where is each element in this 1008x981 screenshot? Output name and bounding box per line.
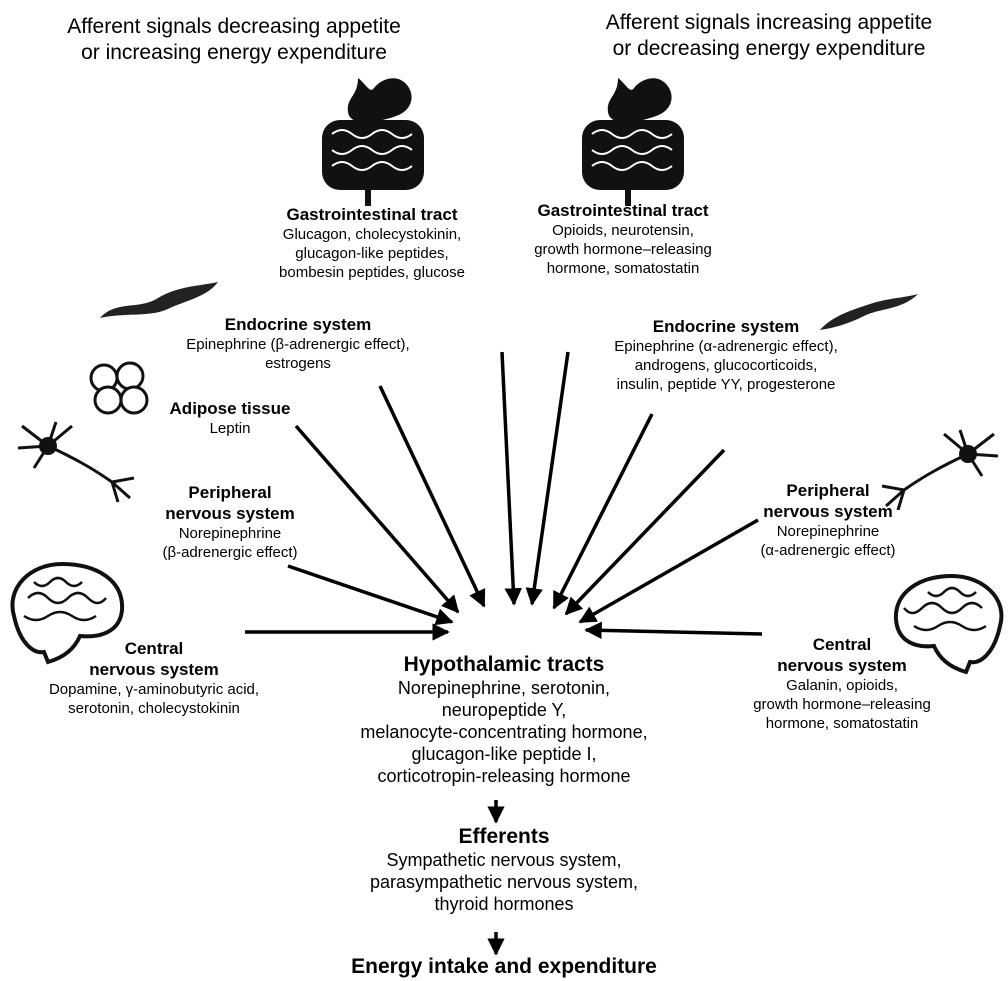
right-pns-line: Norepinephrine: [776, 523, 880, 540]
left-endocrine-line: estrogens: [265, 355, 331, 372]
right-endocrine-line: insulin, peptide YY, progesterone: [616, 376, 836, 393]
efferents-line: thyroid hormones: [434, 894, 574, 914]
right-endocrine-line: androgens, glucocorticoids,: [634, 357, 818, 374]
right-cns-block: Central nervous system Galanin, opioids,…: [712, 634, 972, 733]
right-gi-line: Opioids, neurotensin,: [552, 222, 694, 239]
arrow-left-adipose: [294, 424, 460, 614]
right-pns-block: Peripheral nervous system Norepinephrine…: [728, 480, 928, 560]
header-left-line: Afferent signals decreasing appetite: [67, 15, 401, 38]
left-cns-title: Central: [124, 639, 184, 658]
stomach-intestine-icon: [582, 78, 684, 206]
left-pns-title: Peripheral: [188, 483, 272, 502]
efferents-line: parasympathetic nervous system,: [369, 872, 639, 892]
header-right-line: or decreasing energy expenditure: [612, 37, 926, 60]
left-cns-block: Central nervous system Dopamine, γ-amino…: [4, 638, 304, 718]
header-right-line: Afferent signals increasing appetite: [605, 11, 933, 34]
right-cns-line: Galanin, opioids,: [786, 677, 898, 694]
right-endocrine-title: Endocrine system: [652, 317, 800, 336]
left-cns-line: serotonin, cholecystokinin: [68, 700, 240, 717]
right-gi-line: hormone, somatostatin: [546, 260, 700, 277]
right-pns-title: nervous system: [763, 502, 893, 521]
hypothalamic-line: glucagon-like peptide I,: [411, 744, 597, 764]
efferents-block: Efferents Sympathetic nervous system, pa…: [314, 824, 694, 915]
header-left-line: or increasing energy expenditure: [81, 41, 387, 64]
left-adipose-line: Leptin: [209, 420, 251, 437]
brain-icon: [893, 573, 1004, 675]
left-endocrine-block: Endocrine system Epinephrine (β-adrenerg…: [140, 314, 456, 373]
right-cns-line: hormone, somatostatin: [765, 715, 919, 732]
outcome-block: Energy intake and expenditure: [294, 954, 714, 979]
hypothalamic-block: Hypothalamic tracts Norepinephrine, sero…: [304, 652, 704, 787]
left-pns-line: (β-adrenergic effect): [162, 544, 298, 561]
left-pns-block: Peripheral nervous system Norepinephrine…: [130, 482, 330, 562]
arrow-right-endocrine: [552, 413, 654, 610]
brain-icon: [10, 561, 125, 665]
efferents-title: Efferents: [458, 825, 550, 848]
right-endocrine-block: Endocrine system Epinephrine (α-adrenerg…: [568, 316, 884, 394]
hypothalamic-line: corticotropin-releasing hormone: [377, 766, 631, 786]
left-adipose-title: Adipose tissue: [169, 399, 291, 418]
hypothalamic-line: melanocyte-concentrating hormone,: [360, 722, 648, 742]
right-cns-title: Central: [812, 635, 872, 654]
pancreas-icon: [820, 294, 918, 330]
hypothalamic-title: Hypothalamic tracts: [403, 653, 605, 676]
pancreas-icon: [100, 282, 218, 318]
left-gi-line: Glucagon, cholecystokinin,: [282, 226, 462, 243]
left-pns-line: Norepinephrine: [178, 525, 282, 542]
hypothalamic-line: neuropeptide Y,: [441, 700, 567, 720]
right-pns-line: (α-adrenergic effect): [760, 542, 896, 559]
left-gi-line: glucagon-like peptides,: [295, 245, 449, 262]
arrow-right-pns-lower: [578, 518, 759, 624]
right-gi-block: Gastrointestinal tract Opioids, neuroten…: [498, 200, 748, 278]
arrow-right-gi: [525, 351, 570, 606]
left-endocrine-line: Epinephrine (β-adrenergic effect),: [186, 336, 410, 353]
efferents-line: Sympathetic nervous system,: [386, 850, 622, 870]
right-cns-line: growth hormone–releasing: [753, 696, 931, 713]
left-cns-title: nervous system: [89, 660, 219, 679]
left-pns-title: nervous system: [165, 504, 295, 523]
arrow-left-pns: [287, 564, 454, 626]
left-gi-line: bombesin peptides, glucose: [279, 264, 465, 281]
arrow-left-gi: [500, 351, 522, 606]
arrow-right-cns: [584, 621, 763, 640]
left-gi-block: Gastrointestinal tract Glucagon, cholecy…: [232, 204, 512, 282]
stomach-intestine-icon: [322, 78, 424, 206]
outcome-title: Energy intake and expenditure: [351, 955, 657, 978]
right-pns-title: Peripheral: [786, 481, 870, 500]
right-gi-line: growth hormone–releasing: [534, 241, 712, 258]
left-gi-title: Gastrointestinal tract: [286, 205, 458, 224]
adipocyte-cluster-icon: [89, 361, 149, 415]
arrow-left-endocrine: [378, 385, 486, 608]
left-adipose-block: Adipose tissue Leptin: [150, 398, 310, 438]
neuron-icon: [17, 421, 135, 503]
left-endocrine-title: Endocrine system: [224, 315, 372, 334]
left-cns-line: Dopamine, γ-aminobutyric acid,: [48, 681, 260, 698]
arrow-right-pns-upper: [564, 448, 726, 616]
right-gi-title: Gastrointestinal tract: [537, 201, 709, 220]
header-left: Afferent signals decreasing appetite or …: [18, 14, 450, 66]
neuron-icon: [881, 429, 999, 510]
right-endocrine-line: Epinephrine (α-adrenergic effect),: [614, 338, 838, 355]
right-cns-title: nervous system: [777, 656, 907, 675]
header-right: Afferent signals increasing appetite or …: [550, 10, 988, 62]
hypothalamic-line: Norepinephrine, serotonin,: [397, 678, 611, 698]
